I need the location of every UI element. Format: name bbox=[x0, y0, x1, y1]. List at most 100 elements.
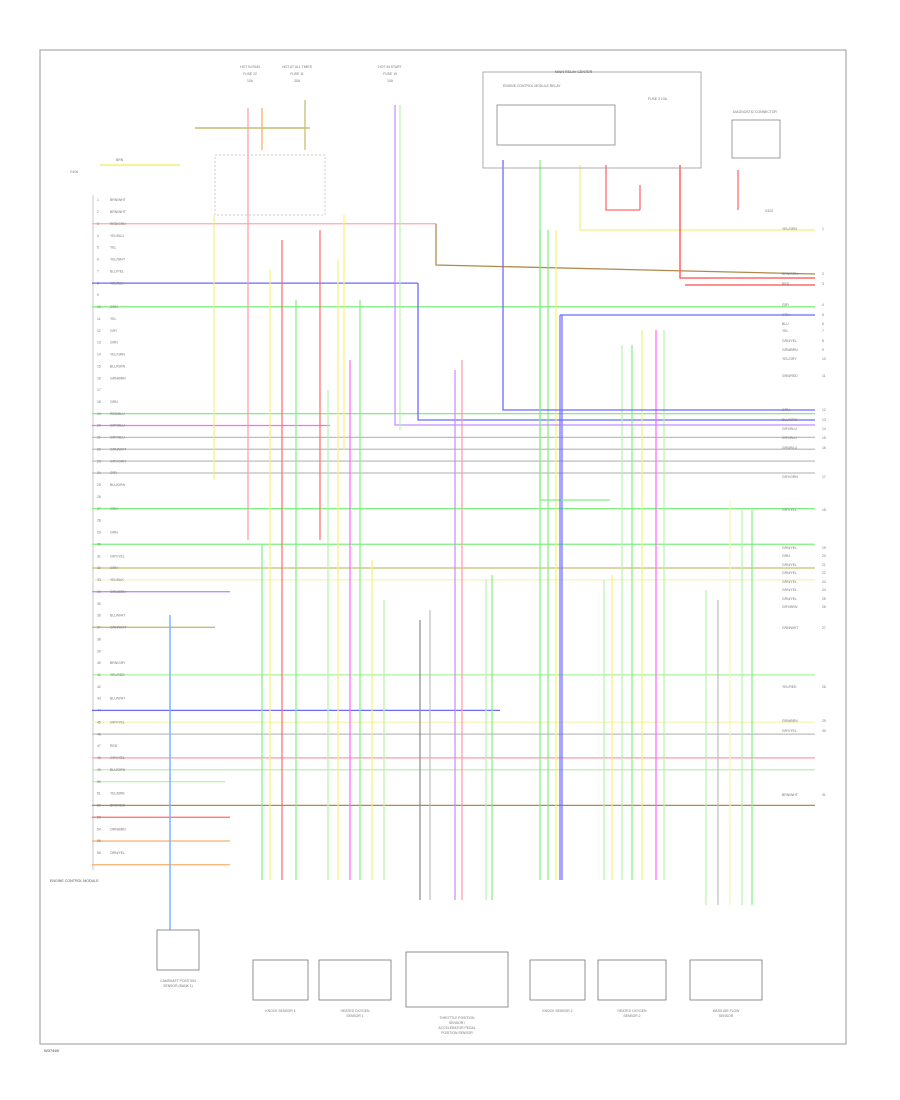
sensor-component-label: POSITION SENSOR bbox=[441, 1031, 473, 1035]
connector-pin-number: 26 bbox=[822, 605, 826, 609]
ecm-pin-wire: BLU/WHT bbox=[110, 697, 125, 701]
connector-pin-number: 7 bbox=[822, 329, 824, 333]
sensor-component-box bbox=[252, 959, 309, 1001]
sensor-component-label: SENSOR 1 bbox=[346, 1014, 363, 1018]
connector-wire-label: GRN/BRN bbox=[782, 719, 798, 723]
component-layer bbox=[156, 71, 781, 1008]
connector-wire-label: GRN/RED bbox=[782, 374, 798, 378]
connector-wire-label: YEL/GRY bbox=[782, 357, 797, 361]
ecm-pin-number: 8 bbox=[97, 281, 99, 285]
ecm-pin-number: 49 bbox=[97, 768, 101, 772]
ignition-switch-box bbox=[214, 154, 326, 216]
ecm-pin-wire: YEL/GRN bbox=[110, 353, 125, 357]
diagram-frame bbox=[39, 49, 847, 1045]
ecm-pin-number: 54 bbox=[97, 827, 101, 831]
ecm-pin-number: 35 bbox=[97, 602, 101, 606]
sensor-component-label: KNOCK SENSOR 1 bbox=[265, 1009, 295, 1013]
ecm-pin-number: 11 bbox=[97, 317, 101, 321]
connector-pin-number: 5 bbox=[822, 313, 824, 317]
sensor-component-box bbox=[405, 951, 509, 1008]
ecm-pin-wire: GRY/GRN bbox=[110, 459, 126, 463]
ecm-pin-wire: ORN/BRN bbox=[110, 827, 126, 831]
sensor-component-label: MASS AIR FLOW bbox=[713, 1009, 741, 1013]
ecm-pin-wire: GRN bbox=[110, 400, 118, 404]
connector-pin-number: 2 bbox=[822, 272, 824, 276]
ecm-pin-wire: GRN/BRN bbox=[110, 376, 126, 380]
ecm-pin-number: 56 bbox=[97, 851, 101, 855]
ecm-pin-number: 32 bbox=[97, 566, 101, 570]
ecm-pin-wire: GRN bbox=[110, 341, 118, 345]
connector-wire-label: GRN/YEL bbox=[782, 580, 797, 584]
connector-wire-label: BRN/WHT bbox=[782, 793, 798, 797]
ecm-pin-wire: GRY/YEL bbox=[110, 720, 125, 724]
connector-wire-label: GRN/YEL bbox=[782, 588, 797, 592]
sensor-component-box bbox=[597, 959, 667, 1001]
fuse-label: HOT IN START bbox=[378, 65, 401, 69]
ecm-pin-number: 21 bbox=[97, 436, 101, 440]
connector-pin-number: 24 bbox=[822, 588, 826, 592]
connector-pin-number: 27 bbox=[822, 626, 826, 630]
sensor-component-label: SENSOR / bbox=[449, 1021, 465, 1025]
ecm-pin-wire: YEL/BRN bbox=[110, 792, 125, 796]
ecm-pin-number: 1 bbox=[97, 198, 99, 202]
ecm-pin-number: 12 bbox=[97, 329, 101, 333]
connector-pin-number: 18 bbox=[822, 508, 826, 512]
ecm-pin-number: 36 bbox=[97, 614, 101, 618]
ecm-pin-number: 14 bbox=[97, 353, 101, 357]
connector-pin-number: 13 bbox=[822, 418, 826, 422]
relay-box-title: MAIN RELAY CENTER bbox=[555, 70, 593, 74]
ecm-pin-wire: YEL/BLK bbox=[110, 578, 124, 582]
ecm-pin-number: 46 bbox=[97, 732, 101, 736]
sensor-component-label: SENSOR 2 bbox=[623, 1014, 640, 1018]
connector-wire-label: BLU/GRN bbox=[782, 418, 798, 422]
ecm-pin-wire: GRY bbox=[110, 329, 118, 333]
connector-wire-label: GRN bbox=[782, 408, 790, 412]
ecm-pin-number: 20 bbox=[97, 424, 101, 428]
ecm-pin-number: 26 bbox=[97, 495, 101, 499]
connector-wire-label: GRY/YEL bbox=[782, 508, 797, 512]
ecm-pin-number: 30 bbox=[97, 542, 101, 546]
ecm-pin-wire: BLU/WHT bbox=[110, 614, 125, 618]
connector-pin-number: 1 bbox=[822, 227, 824, 231]
fuse-label: HOT IN RUN bbox=[240, 65, 260, 69]
wire-layer bbox=[92, 100, 816, 930]
ecm-pin-wire: BRN/WHT bbox=[110, 198, 126, 202]
ecm-pin-wire: RED/BLU bbox=[110, 412, 125, 416]
sensor-component-label: KNOCK SENSOR 2 bbox=[542, 1009, 572, 1013]
ecm-pin-wire: GRN bbox=[110, 531, 118, 535]
ecm-pin-wire: GRN/WHT bbox=[110, 447, 126, 451]
ecm-pin-number: 15 bbox=[97, 364, 101, 368]
connector-wire-label: GRN/BLU bbox=[782, 446, 798, 450]
ecm-pin-number: 33 bbox=[97, 578, 101, 582]
connector-wire-label: GRN/YEL bbox=[782, 563, 797, 567]
connector-wire-label: YEL/RED bbox=[782, 685, 797, 689]
ground-label-2: G102 bbox=[765, 209, 773, 213]
ecm-pin-number: 48 bbox=[97, 756, 101, 760]
ecm-pin-wire: BRN/RED bbox=[110, 804, 126, 808]
connector-wire-label: GRN bbox=[782, 313, 790, 317]
ecm-pin-number: 5 bbox=[97, 246, 99, 250]
connector-pin-number: 15 bbox=[822, 436, 826, 440]
ecm-pin-number: 9 bbox=[97, 293, 99, 297]
connector-pin-number: 11 bbox=[822, 374, 826, 378]
ecm-pin-wire: BLU/YEL bbox=[110, 269, 124, 273]
relay-wire bbox=[579, 165, 815, 231]
ecm-pin-wire: GRN bbox=[110, 305, 118, 309]
connector-pin-number: 31 bbox=[822, 793, 826, 797]
ecm-pin-number: 43 bbox=[97, 697, 101, 701]
ecm-pin-number: 7 bbox=[97, 269, 99, 273]
ecm-pin-number: 51 bbox=[97, 792, 101, 796]
sensor-component-label: CAMSHAFT POSITION bbox=[160, 979, 196, 983]
connector-wire-label: YEL bbox=[782, 329, 789, 333]
connector-wire-label: GRN/YEL bbox=[782, 546, 797, 550]
ecm-pin-number: 44 bbox=[97, 709, 101, 713]
connector-wire-label: YEL/GRN bbox=[782, 227, 797, 231]
fuse-amperage: 30A bbox=[294, 79, 301, 83]
connector-wire-label: GRN/BRN bbox=[782, 348, 798, 352]
ecm-pin-number: 2 bbox=[97, 210, 99, 214]
ecm-pin-wire: RED/GRN bbox=[110, 222, 126, 226]
ecm-pin-number: 4 bbox=[97, 234, 99, 238]
ecm-pin-number: 31 bbox=[97, 554, 101, 558]
